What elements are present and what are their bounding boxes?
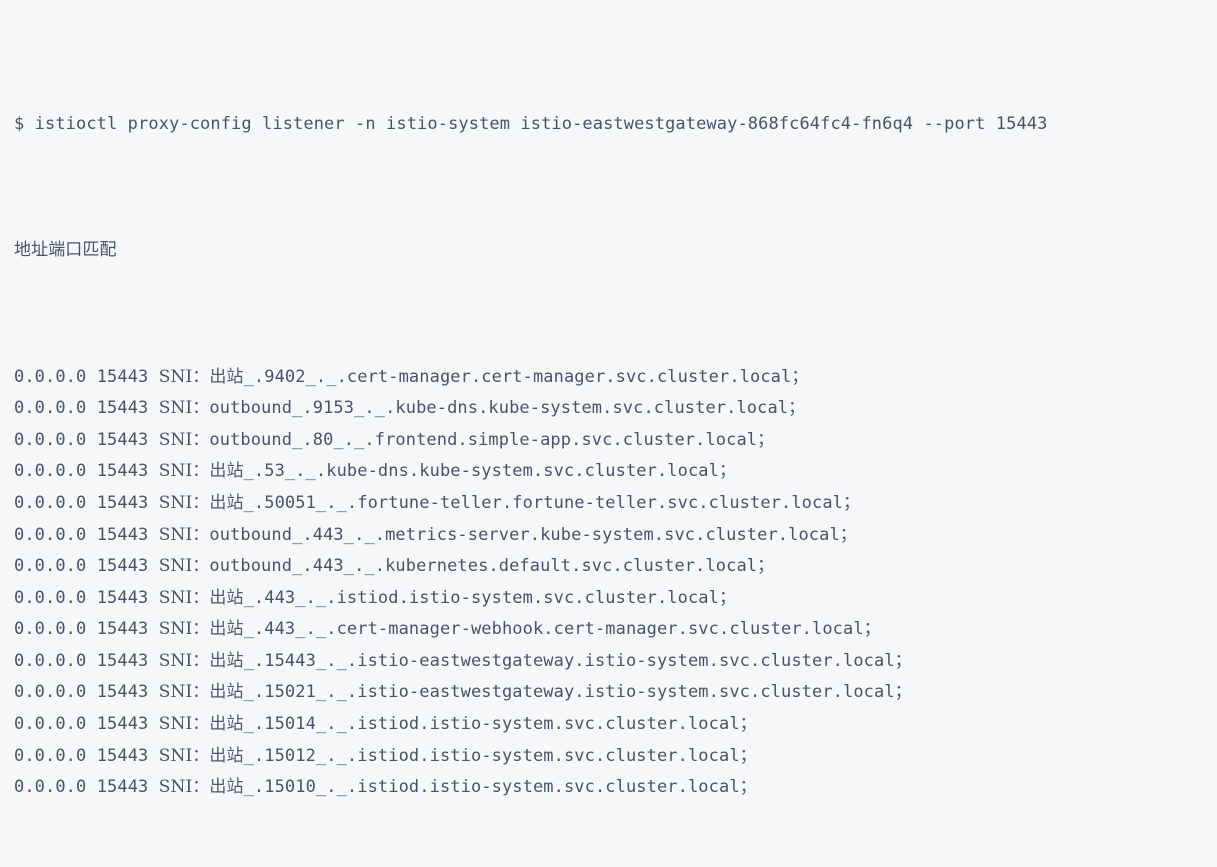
listener-rows: 0.0.0.0 15443 SNI：出站_.9402_._.cert-manag… [14, 362, 1217, 804]
listener-port: 15443 [96, 777, 149, 798]
listener-match-label: SNI： [158, 650, 210, 671]
column-header: 地址端口匹配 [14, 240, 117, 261]
listener-address: 0.0.0.0 [14, 587, 87, 608]
listener-row: 0.0.0.0 15443 SNI：出站_.15010_._.istiod.is… [14, 772, 1217, 804]
listener-direction: 出站 [209, 461, 244, 482]
listener-match-label: SNI： [158, 398, 210, 419]
listener-match-label: SNI： [158, 492, 210, 513]
listener-row: 0.0.0.0 15443 SNI：outbound_.9153_._.kube… [14, 393, 1217, 425]
terminal-output-pane[interactable]: $ istioctl proxy-config listener -n isti… [0, 0, 1217, 797]
listener-direction: 出站 [209, 619, 244, 640]
listener-match-label: SNI： [158, 682, 210, 703]
listener-match-label: SNI： [158, 366, 210, 387]
listener-sni-suffix: _.50051_._.fortune-teller.fortune-teller… [243, 492, 861, 513]
listener-address: 0.0.0.0 [14, 650, 87, 671]
listener-direction: 出站 [209, 714, 244, 735]
listener-direction: 出站 [209, 587, 244, 608]
listener-direction: outbound [209, 556, 293, 577]
listener-row: 0.0.0.0 15443 SNI：出站_.443_._.istiod.isti… [14, 583, 1217, 615]
listener-row: 0.0.0.0 15443 SNI：出站_.443_._.cert-manage… [14, 614, 1217, 646]
listener-sni-suffix: _.443_._.cert-manager-webhook.cert-manag… [243, 619, 881, 640]
listener-row: 0.0.0.0 15443 SNI：出站_.50051_._.fortune-t… [14, 488, 1217, 520]
listener-port: 15443 [96, 429, 149, 450]
listener-address: 0.0.0.0 [14, 556, 87, 577]
listener-direction: outbound [209, 429, 293, 450]
listener-match-label: SNI： [158, 429, 210, 450]
listener-sni-suffix: _.15021_._.istio-eastwestgateway.istio-s… [243, 682, 912, 703]
listener-port: 15443 [96, 524, 149, 545]
listener-address: 0.0.0.0 [14, 682, 87, 703]
listener-address: 0.0.0.0 [14, 619, 87, 640]
listener-sni-suffix: _.443_._.kubernetes.default.svc.cluster.… [292, 556, 775, 577]
listener-row: 0.0.0.0 15443 SNI：出站_.15014_._.istiod.is… [14, 709, 1217, 741]
listener-direction: 出站 [209, 745, 244, 766]
listener-port: 15443 [96, 745, 149, 766]
listener-direction: 出站 [209, 366, 244, 387]
listener-address: 0.0.0.0 [14, 745, 87, 766]
listener-sni-suffix: _.80_._.frontend.simple-app.svc.cluster.… [292, 429, 775, 450]
listener-direction: 出站 [209, 777, 244, 798]
listener-address: 0.0.0.0 [14, 524, 87, 545]
listener-direction: 出站 [209, 682, 244, 703]
listener-address: 0.0.0.0 [14, 366, 87, 387]
listener-port: 15443 [96, 398, 149, 419]
listener-address: 0.0.0.0 [14, 461, 87, 482]
listener-row: 0.0.0.0 15443 SNI：出站_.15443_._.istio-eas… [14, 646, 1217, 678]
listener-row: 0.0.0.0 15443 SNI：出站_.9402_._.cert-manag… [14, 362, 1217, 394]
listener-port: 15443 [96, 682, 149, 703]
listener-direction: 出站 [209, 650, 244, 671]
listener-port: 15443 [96, 650, 149, 671]
listener-port: 15443 [96, 366, 149, 387]
listener-sni-suffix: _.9153_._.kube-dns.kube-system.svc.clust… [292, 398, 806, 419]
listener-direction: 出站 [209, 492, 244, 513]
listener-row: 0.0.0.0 15443 SNI：outbound_.443_._.metri… [14, 520, 1217, 552]
listener-port: 15443 [96, 556, 149, 577]
listener-direction: outbound [209, 524, 293, 545]
listener-port: 15443 [96, 714, 149, 735]
listener-address: 0.0.0.0 [14, 429, 87, 450]
listener-port: 15443 [96, 587, 149, 608]
listener-match-label: SNI： [158, 745, 210, 766]
listener-match-label: SNI： [158, 524, 210, 545]
listener-sni-suffix: _.15010_._.istiod.istio-system.svc.clust… [243, 777, 757, 798]
listener-sni-suffix: _.15443_._.istio-eastwestgateway.istio-s… [243, 650, 912, 671]
listener-port: 15443 [96, 619, 149, 640]
listener-address: 0.0.0.0 [14, 777, 87, 798]
listener-address: 0.0.0.0 [14, 492, 87, 513]
listener-row: 0.0.0.0 15443 SNI：出站_.15021_._.istio-eas… [14, 677, 1217, 709]
listener-address: 0.0.0.0 [14, 714, 87, 735]
listener-sni-suffix: _.443_._.istiod.istio-system.svc.cluster… [243, 587, 737, 608]
listener-match-label: SNI： [158, 587, 210, 608]
listener-direction: outbound [209, 398, 293, 419]
listener-sni-suffix: _.53_._.kube-dns.kube-system.svc.cluster… [243, 461, 737, 482]
listener-match-label: SNI： [158, 556, 210, 577]
listener-port: 15443 [96, 461, 149, 482]
listener-match-label: SNI： [158, 714, 210, 735]
listener-match-label: SNI： [158, 619, 210, 640]
listener-sni-suffix: _.9402_._.cert-manager.cert-manager.svc.… [243, 366, 809, 387]
listener-match-label: SNI： [158, 777, 210, 798]
command-line: $ istioctl proxy-config listener -n isti… [14, 113, 1048, 134]
listener-match-label: SNI： [158, 461, 210, 482]
listener-port: 15443 [96, 492, 149, 513]
listener-sni-suffix: _.15014_._.istiod.istio-system.svc.clust… [243, 714, 757, 735]
listener-row: 0.0.0.0 15443 SNI：出站_.15012_._.istiod.is… [14, 741, 1217, 773]
listener-address: 0.0.0.0 [14, 398, 87, 419]
listener-sni-suffix: _.443_._.metrics-server.kube-system.svc.… [292, 524, 857, 545]
listener-row: 0.0.0.0 15443 SNI：outbound_.80_._.fronte… [14, 425, 1217, 457]
listener-sni-suffix: _.15012_._.istiod.istio-system.svc.clust… [243, 745, 757, 766]
listener-row: 0.0.0.0 15443 SNI：出站_.53_._.kube-dns.kub… [14, 456, 1217, 488]
listener-row: 0.0.0.0 15443 SNI：outbound_.443_._.kuber… [14, 551, 1217, 583]
